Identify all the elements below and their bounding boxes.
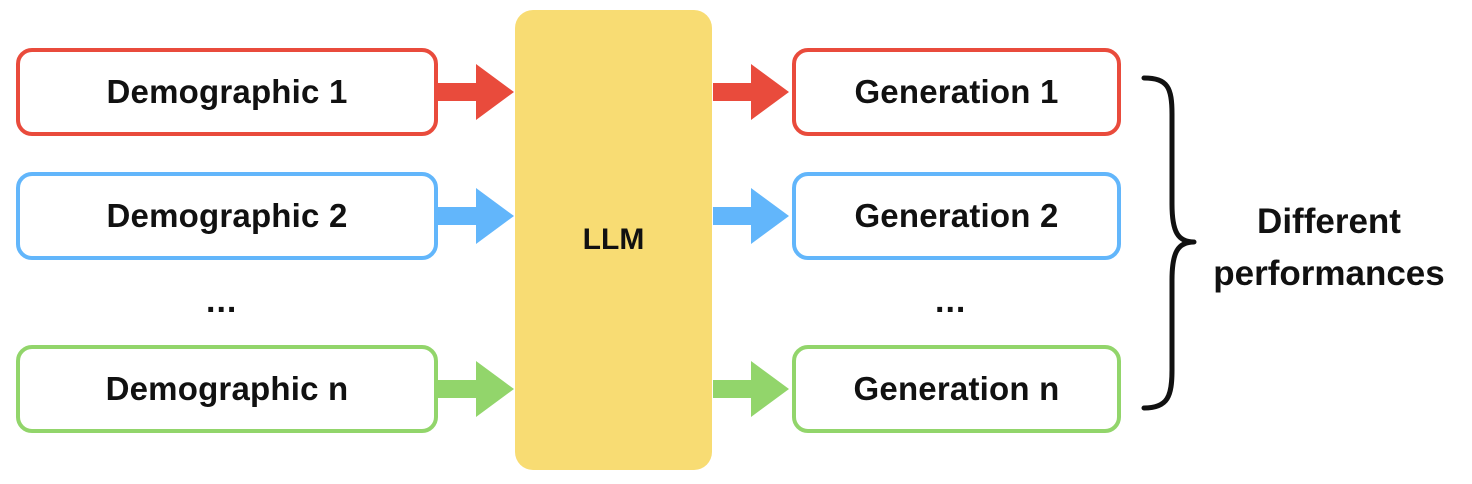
demographic-1-box: Demographic 1	[16, 48, 438, 136]
output-ellipsis: ...	[935, 282, 967, 320]
generation-n-box: Generation n	[792, 345, 1121, 433]
arrow-right-icon	[438, 361, 514, 417]
generation-2-label: Generation 2	[854, 197, 1059, 234]
generation-n-label: Generation n	[853, 370, 1060, 407]
arrow-right-icon	[713, 361, 789, 417]
demographic-n-box: Demographic n	[16, 345, 438, 433]
generation-1-label: Generation 1	[854, 73, 1059, 110]
brace-label-line-1: Different	[1257, 202, 1401, 241]
demographic-n-label: Demographic n	[105, 370, 349, 407]
input-ellipsis: ...	[206, 282, 238, 320]
curly-brace-icon	[1141, 75, 1197, 411]
demographic-2-label: Demographic 2	[106, 197, 348, 234]
arrow-right-icon	[713, 188, 789, 244]
brace-label-line-2: performances	[1213, 254, 1445, 293]
arrow-right-icon	[438, 64, 514, 120]
llm-block: LLM	[515, 10, 712, 470]
generation-1-box: Generation 1	[792, 48, 1121, 136]
generation-2-box: Generation 2	[792, 172, 1121, 260]
arrow-right-icon	[438, 188, 514, 244]
demographic-2-box: Demographic 2	[16, 172, 438, 260]
arrow-right-icon	[713, 64, 789, 120]
different-performances-label: Different performances	[1198, 196, 1460, 300]
llm-label: LLM	[582, 223, 645, 256]
demographic-1-label: Demographic 1	[106, 73, 348, 110]
